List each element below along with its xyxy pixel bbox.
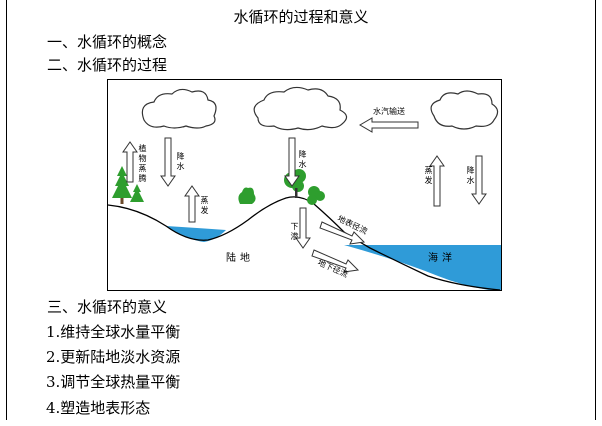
significance-item-4: 4.塑造地表形态	[46, 399, 151, 417]
terrain-line	[108, 196, 501, 290]
evap-left-arrow	[184, 185, 200, 223]
label-land: 陆地	[226, 253, 254, 264]
ocean-water	[344, 245, 501, 290]
precip-left-arrow	[160, 137, 176, 187]
pine-tree-1-icon	[112, 166, 132, 198]
significance-item-1: 1.维持全球水量平衡	[46, 323, 181, 341]
surface-runoff-arrow	[319, 221, 366, 245]
cloud-center-icon	[253, 86, 348, 131]
evap-right-arrow	[429, 155, 445, 207]
label-vapor-transport: 水汽输送	[373, 107, 405, 116]
cloud-right-icon	[430, 90, 499, 130]
water-cycle-diagram: 水汽输送 植物蒸腾 降水 蒸发 降水 下渗 地表径流 地下径流 蒸发 降水 陆地…	[107, 79, 502, 291]
cloud-icons	[141, 86, 499, 131]
groundwater-runoff-arrow	[311, 249, 360, 273]
section-concept-heading: 一、水循环的概念	[47, 33, 168, 51]
pine-tree-2-icon	[130, 184, 144, 202]
cloud-left-icon	[141, 88, 217, 129]
pine-tree-3-icon	[238, 187, 256, 204]
label-precip-right: 降水	[466, 166, 475, 185]
infiltration-arrow	[295, 207, 311, 249]
water-cycle-drawing	[108, 86, 501, 290]
label-precip-center: 降水	[298, 150, 307, 169]
label-transpiration: 植物蒸腾	[138, 144, 147, 183]
section-process-heading: 二、水循环的过程	[47, 56, 168, 74]
page-title: 水循环的过程和意义	[233, 8, 369, 26]
arrow-icons	[122, 117, 487, 273]
significance-item-2: 2.更新陆地淡水资源	[46, 348, 181, 366]
label-infiltration: 下渗	[290, 222, 299, 241]
label-precip-left: 降水	[176, 152, 185, 171]
precip-right-arrow	[471, 155, 487, 205]
vapor-transport-arrow	[359, 117, 419, 133]
label-evap-right: 蒸发	[424, 166, 433, 185]
precip-center-arrow	[284, 137, 300, 187]
transpiration-arrow	[122, 141, 138, 183]
label-ocean: 海洋	[428, 253, 456, 264]
page-frame	[6, 0, 596, 420]
pine-trunk-1	[120, 198, 124, 204]
lake-water	[166, 226, 226, 242]
label-evap-left: 蒸发	[200, 196, 209, 215]
section-significance-heading: 三、水循环的意义	[47, 298, 168, 316]
tree-icons	[112, 166, 325, 205]
significance-item-3: 3.调节全球热量平衡	[46, 373, 181, 391]
